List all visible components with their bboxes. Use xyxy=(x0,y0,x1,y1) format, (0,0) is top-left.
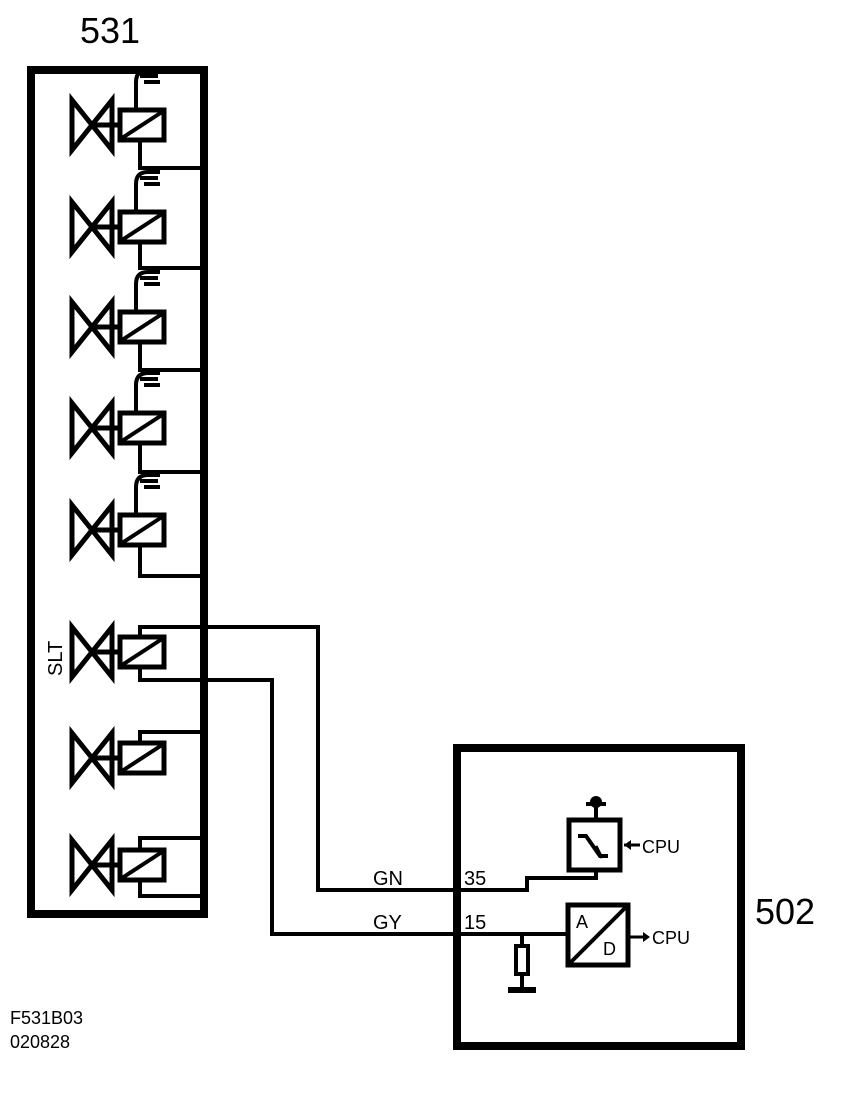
driver-cpu-label: CPU xyxy=(642,837,680,857)
driver-cpu-arrow xyxy=(624,840,631,850)
pin-35-label: 35 xyxy=(464,868,486,890)
control-unit-frame xyxy=(453,744,745,1050)
valve-body-frame xyxy=(27,66,208,918)
solenoid-valve-3 xyxy=(72,270,200,372)
solenoid-valve-5 xyxy=(72,473,200,578)
solenoid-valve-1 xyxy=(72,68,200,170)
adc-cpu-label: CPU xyxy=(652,928,690,948)
wire-green xyxy=(200,625,460,892)
ad-input-label: A xyxy=(576,912,588,932)
pin-15-label: 15 xyxy=(464,912,486,934)
solenoid-valve-2 xyxy=(72,170,200,270)
solenoid-valve-8 xyxy=(72,836,200,898)
adc-cpu-arrow xyxy=(643,932,650,942)
pull-down-resistor xyxy=(508,934,536,993)
solenoid-valve-slt: SLT xyxy=(45,627,200,682)
pin-35-internal-wire xyxy=(460,870,598,892)
slt-label: SLT xyxy=(45,641,67,676)
module-531-label: 531 xyxy=(80,10,140,51)
wire-grey xyxy=(200,678,460,936)
module-502-label: 502 xyxy=(755,891,815,932)
ad-output-label: D xyxy=(603,939,616,959)
output-driver xyxy=(566,796,623,873)
wire-grey-color-label: GY xyxy=(373,912,402,934)
date-code: 020828 xyxy=(10,1032,70,1052)
figure-code: F531B03 xyxy=(10,1008,83,1028)
ad-converter xyxy=(565,902,631,968)
wire-green-color-label: GN xyxy=(373,868,403,890)
solenoid-valve-4 xyxy=(72,371,200,474)
solenoid-valve-7 xyxy=(72,730,200,783)
